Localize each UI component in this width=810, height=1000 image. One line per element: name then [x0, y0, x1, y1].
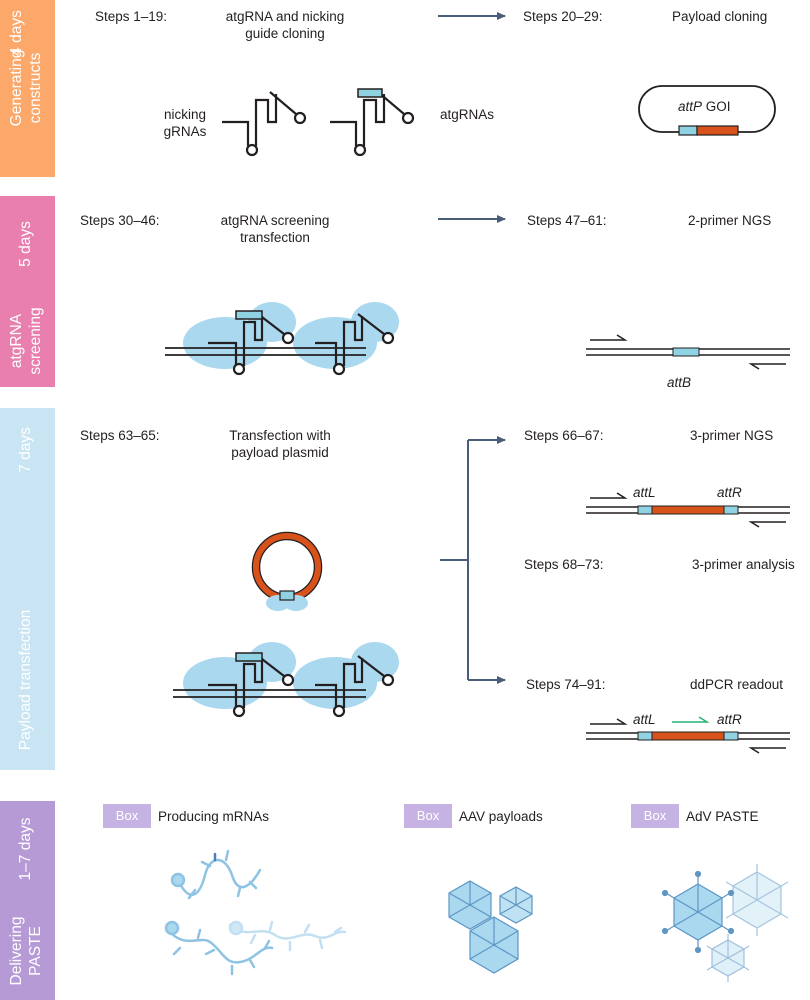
- aav-payloads-label: AAV payloads: [459, 809, 543, 824]
- attl-label: attL: [633, 485, 656, 500]
- editor-complex-on-dna: [173, 642, 399, 718]
- band-label-atgrna-screening: 5 days atgRNA screening: [8, 221, 44, 375]
- section1-right-title: Payload cloning: [672, 9, 768, 24]
- band-label-payload-transfection: 7 days Payload transfection: [17, 427, 34, 750]
- editor-complex-on-dna: [165, 302, 399, 376]
- steps-30-46: Steps 30–46:: [80, 213, 160, 228]
- mrna-illustration: [164, 849, 347, 976]
- attb-label: attB: [667, 375, 692, 390]
- title-line: guide cloning: [245, 26, 325, 41]
- band-days-1: 4 days: [8, 10, 25, 56]
- nicking-grnas-label: nicking gRNAs: [155, 106, 215, 140]
- steps-74-91: Steps 74–91:: [526, 677, 606, 692]
- label-line: gRNAs: [163, 124, 207, 139]
- section3-left-title: Transfection with payload plasmid: [205, 427, 355, 461]
- adv-capsids-illustration: [661, 864, 789, 982]
- title-line: atgRNA and nicking: [225, 9, 345, 24]
- band-label-delivering-paste: 1–7 days Delivering PASTE: [8, 817, 44, 986]
- atgrna-glyph: [330, 88, 415, 157]
- band-label-generating-constructs: Generating constructs: [8, 50, 44, 127]
- box-tag: Box: [631, 804, 679, 828]
- producing-mrnas-label: Producing mRNAs: [158, 809, 270, 824]
- band-days-label: 5 days: [17, 221, 34, 267]
- title-line: atgRNA screening: [220, 213, 330, 228]
- box-tag: Box: [404, 804, 452, 828]
- steps-66-67: Steps 66–67:: [524, 428, 604, 443]
- branch-arrows: [440, 436, 506, 684]
- label-line: nicking: [163, 107, 207, 122]
- band-days-label: 4 days: [8, 10, 25, 56]
- payload-plasmid-circle: [251, 531, 323, 611]
- band-payload-transfection: 7 days Payload transfection: [0, 408, 55, 770]
- attb-dna-glyph: [586, 334, 790, 370]
- plasmid-label: attP GOI: [678, 98, 731, 115]
- title-line: transfection: [240, 230, 310, 245]
- title-line: Transfection with: [229, 428, 331, 443]
- band-name-line2: constructs: [27, 52, 44, 123]
- branch2-title: 3-primer analysis: [692, 557, 795, 572]
- branch1-title: 3-primer NGS: [690, 428, 774, 443]
- band-name-line1: atgRNA: [8, 313, 25, 368]
- attr-label: attR: [717, 485, 742, 500]
- band-name-line2: PASTE: [27, 926, 44, 976]
- attp-label: attP: [678, 99, 703, 114]
- integrated-dna-ddpcr: [586, 716, 790, 754]
- box-tag: Box: [103, 804, 151, 828]
- section1-left-title: atgRNA and nicking guide cloning: [200, 8, 370, 42]
- goi-label: GOI: [702, 99, 731, 114]
- title-line: payload plasmid: [231, 445, 329, 460]
- band-name-line1: Delivering: [8, 917, 25, 986]
- aav-capsids-illustration: [448, 880, 533, 974]
- band-delivering-paste: 1–7 days Delivering PASTE: [0, 801, 55, 1000]
- band-atgrna-screening: 5 days atgRNA screening: [0, 196, 55, 387]
- steps-20-29: Steps 20–29:: [523, 9, 603, 24]
- nicking-grna-glyph: [222, 91, 307, 157]
- band-days-label: 7 days: [17, 427, 34, 473]
- band-name-line2: screening: [27, 307, 44, 374]
- branch3-title: ddPCR readout: [690, 677, 784, 692]
- section2-right-title: 2-primer NGS: [688, 213, 772, 228]
- attl-label: attL: [633, 712, 656, 727]
- band-generating-constructs: Generating constructs: [0, 0, 55, 177]
- integrated-dna-3primer: [586, 492, 790, 528]
- steps-1-19: Steps 1–19:: [95, 9, 168, 24]
- band-days-label: 1–7 days: [17, 817, 34, 880]
- band-name-line1: Payload transfection: [17, 610, 34, 750]
- atgrnas-label: atgRNAs: [440, 107, 495, 122]
- section2-left-title: atgRNA screening transfection: [200, 212, 350, 246]
- band-name-line1: Generating: [8, 50, 25, 127]
- attr-label: attR: [717, 712, 742, 727]
- payload-plasmid-glyph: [638, 85, 776, 136]
- adv-paste-label: AdV PASTE: [686, 809, 759, 824]
- steps-47-61: Steps 47–61:: [527, 213, 607, 228]
- steps-68-73: Steps 68–73:: [524, 557, 604, 572]
- steps-63-65: Steps 63–65:: [80, 428, 160, 443]
